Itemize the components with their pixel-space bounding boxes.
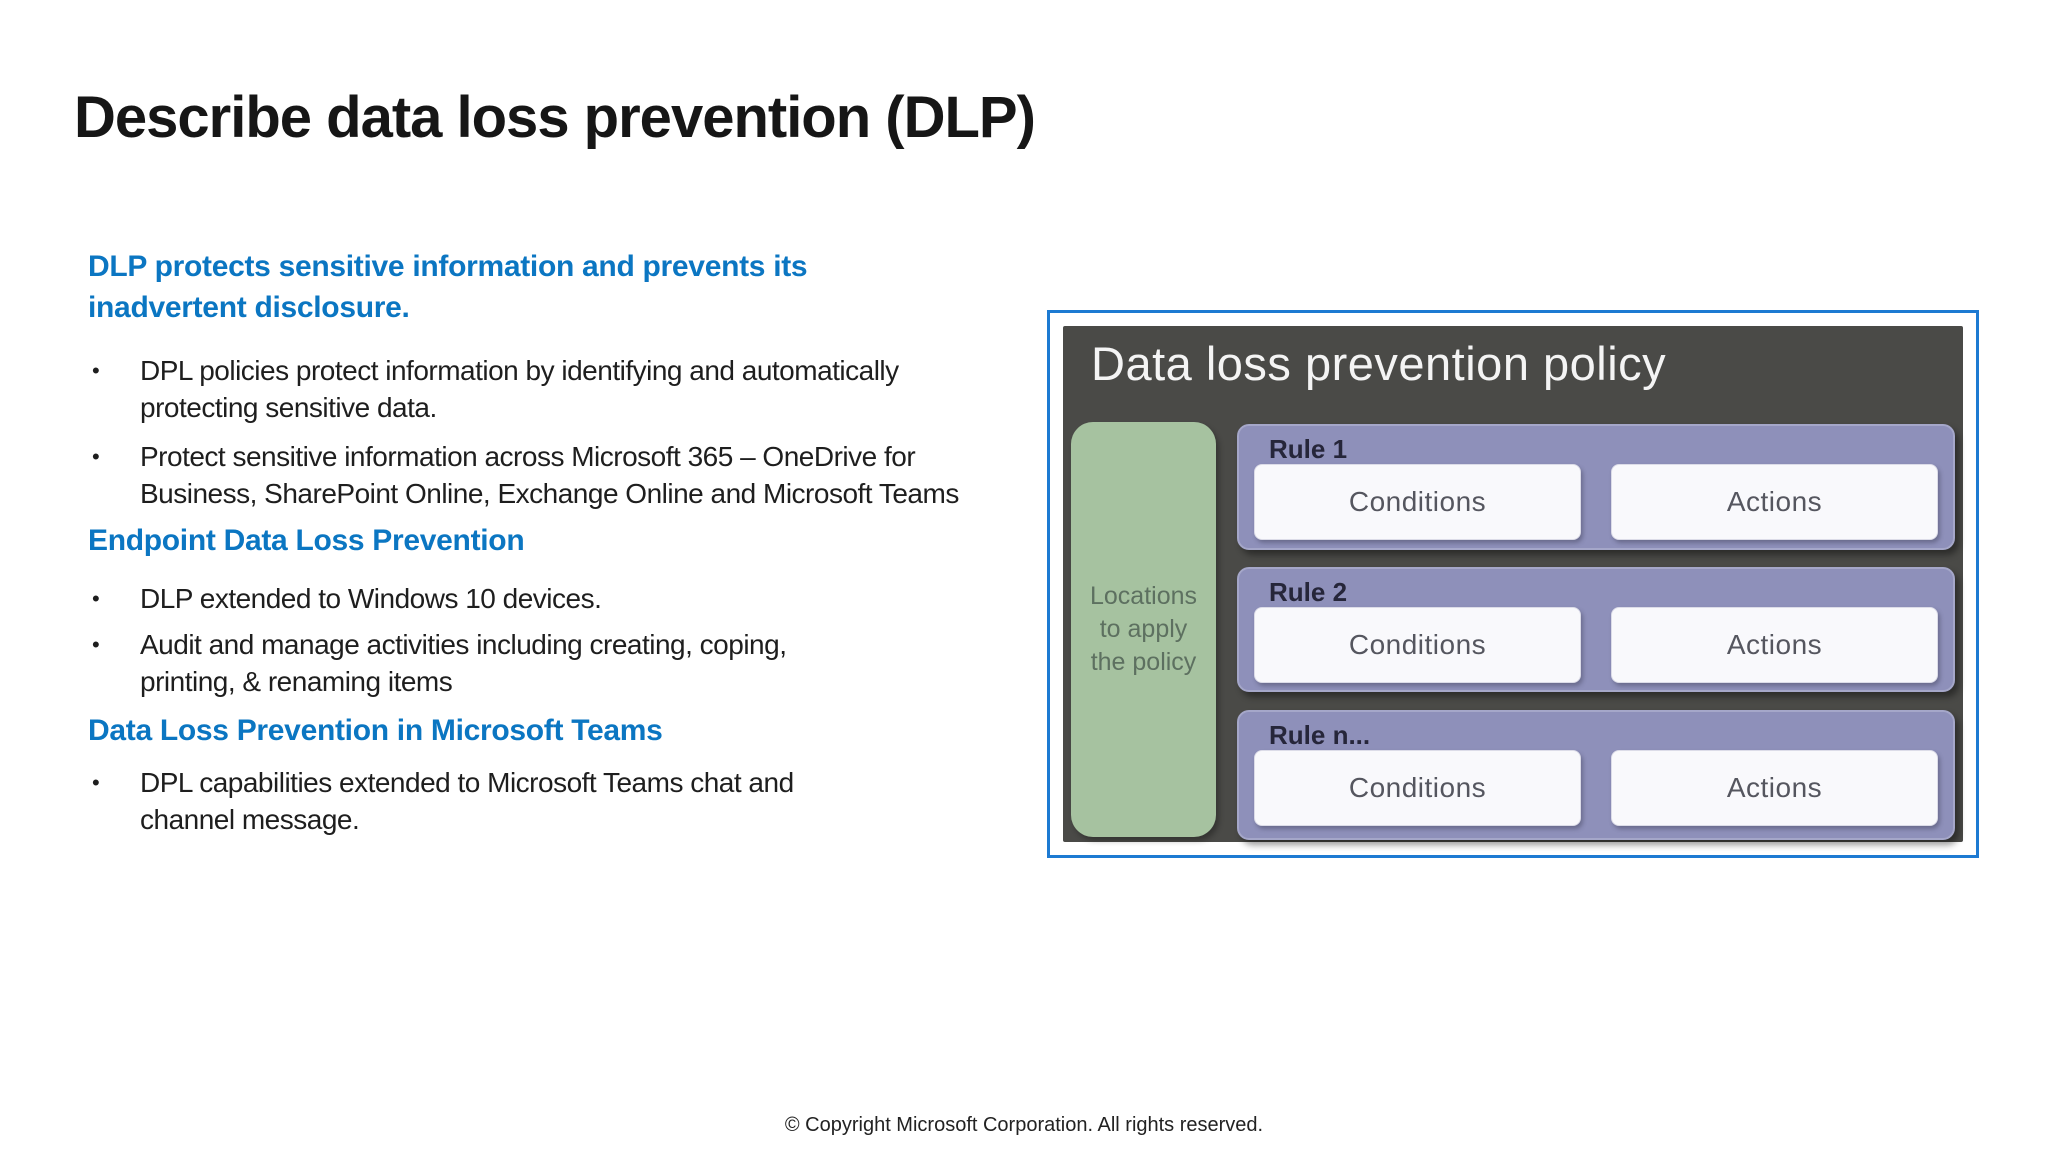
bullet-text: DPL capabilities extended to Microsoft T…	[140, 767, 794, 835]
rule-card-1: Rule 1 Conditions Actions	[1237, 424, 1955, 550]
bullet-text: DLP extended to Windows 10 devices.	[140, 583, 602, 614]
bullet-item: • DLP extended to Windows 10 devices.	[88, 580, 1038, 617]
bullet-dot: •	[92, 444, 100, 469]
rule-label: Rule 1	[1269, 434, 1348, 464]
bullet-text: Protect sensitive information across Mic…	[140, 441, 959, 509]
dlp-policy-diagram: Data loss prevention policy Locations to…	[1047, 310, 1979, 858]
actions-box: Actions	[1611, 464, 1938, 540]
section-heading-dlp-teams: Data Loss Prevention in Microsoft Teams	[88, 714, 663, 747]
bullet-dot: •	[92, 770, 100, 795]
page-title: Describe data loss prevention (DLP)	[74, 85, 1036, 150]
section-heading-dlp-protects: DLP protects sensitive information and p…	[88, 250, 808, 324]
actions-box: Actions	[1611, 607, 1938, 683]
rule-card-n: Rule n... Conditions Actions	[1237, 710, 1955, 840]
bullet-item: • Audit and manage activities including …	[88, 626, 1038, 700]
bullet-dot: •	[92, 586, 100, 611]
diagram-panel: Data loss prevention policy Locations to…	[1063, 326, 1963, 842]
bullet-text: Audit and manage activities including cr…	[140, 629, 787, 697]
bullet-item: • Protect sensitive information across M…	[88, 438, 1038, 512]
conditions-box: Conditions	[1254, 464, 1581, 540]
actions-box: Actions	[1611, 750, 1938, 826]
bullet-text: DPL policies protect information by iden…	[140, 355, 899, 423]
rule-card-2: Rule 2 Conditions Actions	[1237, 567, 1955, 692]
section-heading-endpoint-dlp: Endpoint Data Loss Prevention	[88, 524, 525, 557]
bullet-dot: •	[92, 632, 100, 657]
bullet-item: • DPL capabilities extended to Microsoft…	[88, 764, 1038, 838]
conditions-box: Conditions	[1254, 607, 1581, 683]
rule-label: Rule 2	[1269, 577, 1348, 607]
diagram-title: Data loss prevention policy	[1091, 337, 1667, 390]
rule-label: Rule n...	[1269, 720, 1371, 750]
bullet-dot: •	[92, 358, 100, 383]
bullet-item: • DPL policies protect information by id…	[88, 352, 1038, 426]
locations-box: Locations to apply the policy	[1071, 422, 1216, 837]
footer-copyright: © Copyright Microsoft Corporation. All r…	[784, 1114, 1264, 1136]
conditions-box: Conditions	[1254, 750, 1581, 826]
